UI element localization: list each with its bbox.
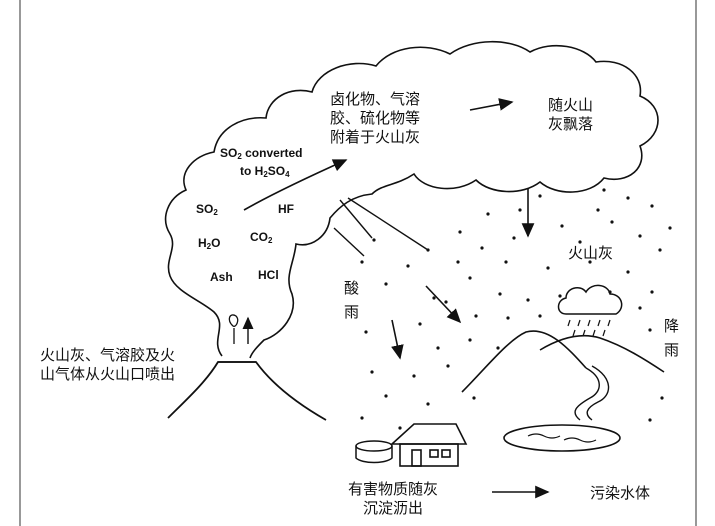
ash-particle (372, 238, 376, 242)
acid-streak (347, 197, 429, 251)
ash-particle (370, 370, 374, 374)
ash-particle (480, 246, 484, 250)
to-ash-fall-arrow (469, 98, 514, 111)
ash-particle (506, 316, 510, 320)
ash-particle (426, 402, 430, 406)
ash-particle (436, 346, 440, 350)
ash-particle (638, 306, 642, 310)
gas-h2o: H2O (198, 236, 221, 251)
acid-rain-down-arrow (391, 319, 404, 360)
ash-label: 火山灰 (568, 244, 614, 262)
ash-particle (626, 196, 630, 200)
ash-particle (578, 240, 582, 244)
house (389, 423, 468, 467)
lake-wave (563, 437, 597, 443)
ash-particle (384, 394, 388, 398)
polluted-water-label: 污染水体 (590, 484, 651, 502)
ash-particle (512, 236, 516, 240)
eruption-label: 火山灰、气溶胶及火 山气体从火山口喷出 (40, 346, 176, 383)
ash-particles (360, 188, 672, 430)
gas-so2: SO2 (196, 202, 218, 217)
ash-particle (518, 208, 522, 212)
ash-particle (638, 234, 642, 238)
gas-hf: HF (278, 202, 294, 216)
ash-particle (412, 374, 416, 378)
lake-wave (527, 433, 561, 439)
hill-right (539, 334, 665, 373)
acid-streak (339, 199, 373, 239)
ash-particle (608, 290, 612, 294)
conversion-arrow (243, 159, 348, 211)
leach-label: 有害物质随灰 沉淀沥出 (348, 480, 439, 517)
lake (503, 424, 621, 452)
acid-rain-label: 酸 雨 (344, 279, 360, 321)
plume-swirl (228, 314, 239, 327)
ash-particle (360, 260, 364, 264)
volcano-cone (167, 361, 327, 421)
ash-particle (474, 314, 478, 318)
ash-particle (526, 298, 530, 302)
gas-hcl: HCl (258, 268, 279, 282)
ash-particle (418, 322, 422, 326)
gas-ash: Ash (210, 270, 233, 284)
ash-particle (538, 194, 542, 198)
gas-co2: CO2 (250, 230, 273, 245)
ash-particle (360, 416, 364, 420)
ash-particle (456, 260, 460, 264)
acid-streak (333, 227, 365, 257)
eruption-cloud (164, 40, 659, 359)
ash-particle (650, 204, 654, 208)
ash-particle (596, 208, 600, 212)
cloud-right-label: 随火山 灰飘落 (548, 96, 594, 133)
acid-rain-arrow (425, 285, 462, 324)
water-tank (355, 440, 393, 464)
ash-particle (384, 282, 388, 286)
ash-particle (496, 346, 500, 350)
ash-particle (398, 426, 402, 430)
ash-particle (588, 260, 592, 264)
ash-particle (472, 396, 476, 400)
ash-particle (406, 264, 410, 268)
cloud-center-label: 卤化物、气溶 胶、硫化物等 附着于火山灰 (330, 90, 421, 146)
ash-particle (650, 290, 654, 294)
ash-particle (446, 364, 450, 368)
ash-particle (498, 292, 502, 296)
ash-particle (648, 418, 652, 422)
ash-particle (660, 396, 664, 400)
rain-label: 降 雨 (664, 317, 680, 359)
ash-particle (458, 230, 462, 234)
rain-cloud (557, 284, 623, 315)
ash-particle (610, 220, 614, 224)
ash-particle (558, 294, 562, 298)
ash-particle (364, 330, 368, 334)
ash-particle (538, 314, 542, 318)
ash-particle (668, 226, 672, 230)
ash-particle (648, 328, 652, 332)
ash-particle (626, 270, 630, 274)
river-bank (586, 365, 610, 421)
hill-left (461, 330, 587, 393)
river (574, 367, 600, 421)
ash-particle (432, 296, 436, 300)
ash-particle (658, 248, 662, 252)
ash-particle (444, 300, 448, 304)
ash-particle (468, 338, 472, 342)
ash-particle (504, 260, 508, 264)
ash-particle (560, 224, 564, 228)
ash-particle (426, 248, 430, 252)
rain-drops (567, 319, 611, 337)
ash-particle (486, 212, 490, 216)
ash-particle (602, 188, 606, 192)
ash-particle (468, 276, 472, 280)
conversion-label: SO2 converted to H2SO4 (220, 146, 303, 179)
ash-particle (546, 266, 550, 270)
